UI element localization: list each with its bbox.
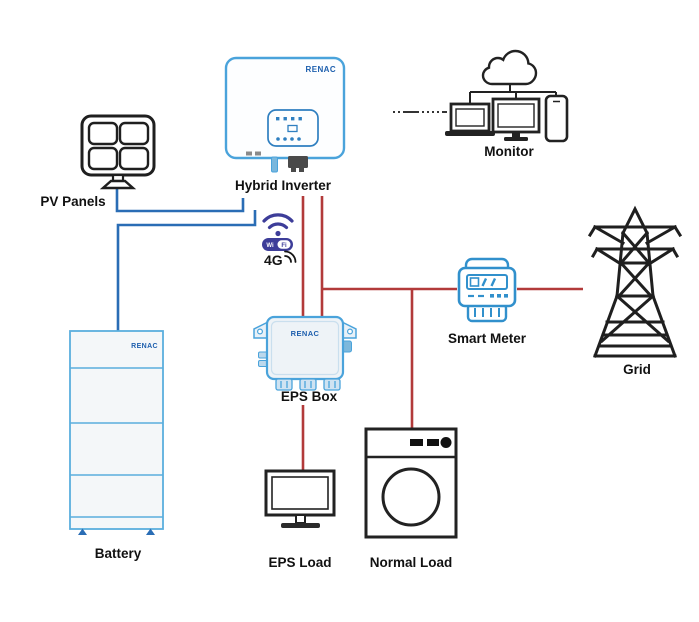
inverter-display [267,109,319,147]
eps-load-label: EPS Load [268,555,331,570]
inverter-vent-mark [255,151,261,156]
grid-tower-icon [587,205,683,358]
network-4g-signal-icon [284,250,297,263]
battery-foot [146,528,155,535]
wifi-badge-left-text: Wi [266,243,274,249]
desktop-icon [491,97,541,141]
eps-load-icon [264,469,336,528]
blue-connection-lines [115,188,257,331]
battery-brand-logo: RENAC [131,343,158,350]
monitor-group [445,49,569,143]
eps-box-label: EPS Box [281,389,338,404]
hybrid-inverter-icon: RENAC [224,56,346,173]
monitor-label: Monitor [484,144,534,159]
normal-load-label: Normal Load [370,555,453,570]
grid-label: Grid [623,362,651,377]
normal-load-icon [364,427,458,539]
red-connection-lines [301,196,583,470]
smart-meter-label: Smart Meter [448,331,527,346]
cloud-icon [481,49,538,86]
inverter-ac-connector [288,156,308,172]
pv-panels-label: PV Panels [40,194,105,209]
pv-panels-icon [80,114,156,190]
battery-foot [78,528,87,535]
eps-box-brand-logo: RENAC [291,329,320,338]
pv-to-inverter-line [115,188,245,213]
battery-label: Battery [95,546,142,561]
network-4g-label: 4G [264,252,283,268]
inverter-dc-connector [271,156,278,173]
laptop-icon [445,102,495,136]
inverter-brand-logo: RENAC [306,65,336,74]
battery-icon: RENAC [69,330,164,535]
eps-box-icon: RENAC [253,315,357,391]
battery-to-inverter-line [116,210,257,331]
wifi-badge: Wi Fi [262,238,293,251]
wifi-icon [262,213,294,237]
phone-icon [544,94,569,143]
hybrid-inverter-label: Hybrid Inverter [235,178,332,193]
inverter-vent-mark [246,151,252,156]
wifi-badge-right-text: Fi [281,243,287,249]
smart-meter-icon [457,257,517,323]
eps-box-cable-glands [275,378,341,391]
